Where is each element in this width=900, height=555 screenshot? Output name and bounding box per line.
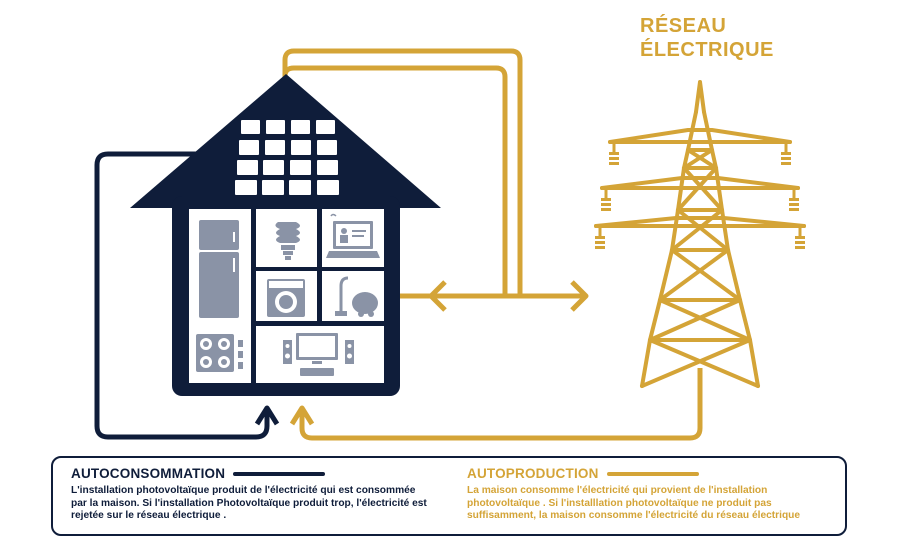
light-bulb-icon [275,222,300,260]
solar-panel-icon [235,120,339,195]
grid-title: RÉSEAU ÉLECTRIQUE [640,14,774,62]
refrigerator-icon [199,220,239,318]
autoconsommation-flow [94,151,280,440]
stove-icon [196,334,243,372]
legend-autoconsommation: AUTOCONSOMMATION L'installation photovol… [71,466,431,523]
legend-autoproduction-text: La maison consomme l'électricité qui pro… [467,485,801,521]
washing-machine-icon [267,279,305,317]
house [130,74,441,396]
legend-gold-line [606,471,699,476]
house-roof [130,74,441,208]
legend-autoconsommation-title: AUTOCONSOMMATION [71,466,226,481]
legend-autoproduction: AUTOPRODUCTION La maison consomme l'élec… [467,466,837,523]
insulator-icon [595,152,805,249]
autoproduction-flow [282,48,703,441]
grid-title-line1: RÉSEAU [640,15,727,37]
legend-navy-line [233,471,326,476]
computer-icon [326,213,380,258]
legend-autoproduction-title: AUTOPRODUCTION [467,466,599,481]
tv-speakers-icon [283,333,354,376]
legend-box: AUTOCONSOMMATION L'installation photovol… [51,456,847,536]
electricity-pylon-icon [594,80,806,388]
vacuum-cleaner-icon [335,276,378,317]
legend-autoconsommation-text: L'installation photovoltaïque produit de… [71,485,427,521]
grid-title-line2: ÉLECTRIQUE [640,39,774,61]
